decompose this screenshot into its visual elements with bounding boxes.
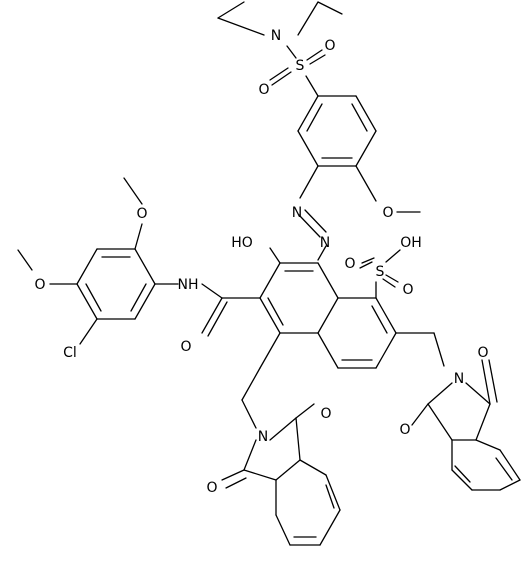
label-n-imide-right: N (454, 371, 464, 387)
diethylsulfonamide-group (217, 1, 343, 97)
label-o-sulfo1: O (344, 256, 355, 272)
label-n-imide-bottom: N (258, 429, 268, 445)
label-o-sulfo2: O (402, 282, 413, 298)
methoxyphenyl-ring (297, 95, 421, 261)
label-s-sulfo: S (376, 264, 385, 280)
label-o-methoxy-left-top: O (136, 206, 147, 222)
label-cl: Cl (63, 345, 77, 361)
atom-labels: N S O O O N N HO NH O O O Cl OH S O O N … (34, 28, 488, 496)
label-nh: NH (178, 277, 199, 293)
label-n-azo2: N (320, 235, 330, 251)
label-o-imide-r2: O (399, 422, 410, 438)
label-so3h-oh: OH (400, 235, 422, 251)
label-o-imide-r1: O (477, 345, 488, 361)
label-o-amide: O (180, 339, 191, 355)
label-n-azo1: N (292, 205, 302, 221)
label-o-imide-b1: O (320, 406, 331, 422)
label-o-s2: O (324, 38, 335, 54)
label-o-methoxy-left: O (34, 277, 45, 293)
naphthalene-core (241, 247, 445, 429)
label-n-amine: N (271, 28, 281, 44)
label-o-imide-b2: O (206, 480, 217, 496)
phthalimide-bottom (221, 403, 341, 546)
label-o-methoxy-top: O (382, 205, 393, 221)
phthalimide-right (411, 359, 521, 491)
label-s-sulfonamide: S (296, 58, 305, 74)
label-oh: HO (231, 235, 253, 251)
label-o-s1: O (258, 82, 269, 98)
anilide-group (17, 177, 261, 345)
